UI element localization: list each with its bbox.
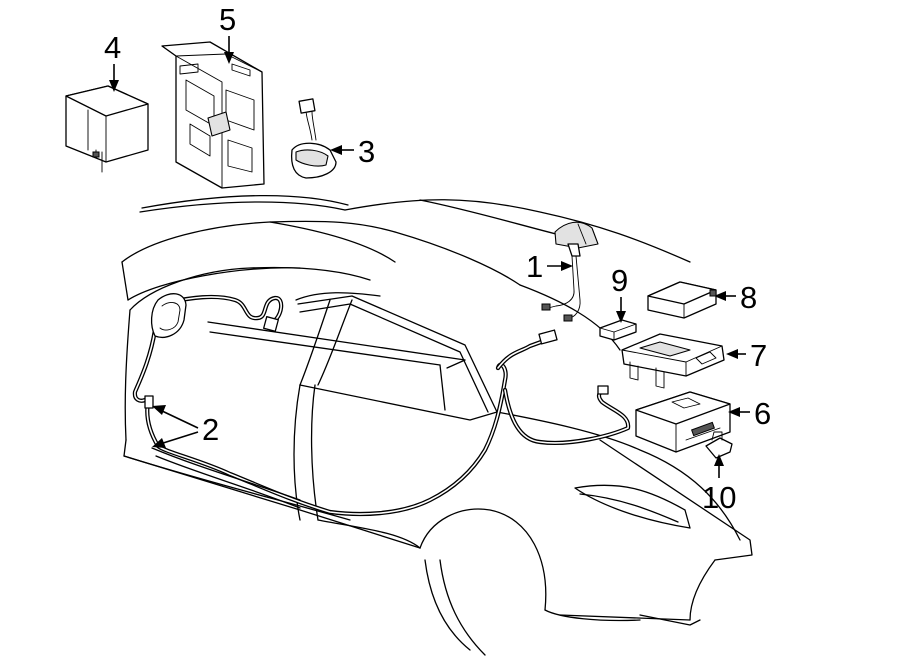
callout-5: 5 — [219, 2, 236, 37]
clip-9-part — [599, 319, 637, 341]
module-8-part — [647, 281, 717, 319]
callout-2: 2 — [202, 412, 219, 447]
module-4-part — [65, 85, 149, 173]
callout-arrows — [109, 36, 750, 478]
callout-9: 9 — [611, 263, 628, 298]
callout-6: 6 — [754, 396, 771, 431]
callout-8: 8 — [740, 280, 757, 315]
trunk-antenna-housing — [150, 293, 187, 338]
antenna-cable-harness — [132, 294, 631, 517]
callout-labels: 4 5 3 1 9 8 7 6 2 10 — [104, 2, 771, 515]
clip-10-part — [705, 431, 733, 459]
bracket-5-part — [161, 41, 265, 189]
vehicle-rear-outline — [121, 194, 753, 656]
bracket-7-part — [621, 333, 725, 389]
callout-10: 10 — [702, 480, 736, 515]
callout-3: 3 — [358, 134, 375, 169]
module-3-part — [290, 98, 337, 179]
module-6-part — [635, 391, 731, 453]
callout-4: 4 — [104, 30, 121, 65]
callout-1: 1 — [526, 249, 543, 284]
callout-7: 7 — [750, 338, 767, 373]
roof-antenna-part — [541, 221, 599, 322]
